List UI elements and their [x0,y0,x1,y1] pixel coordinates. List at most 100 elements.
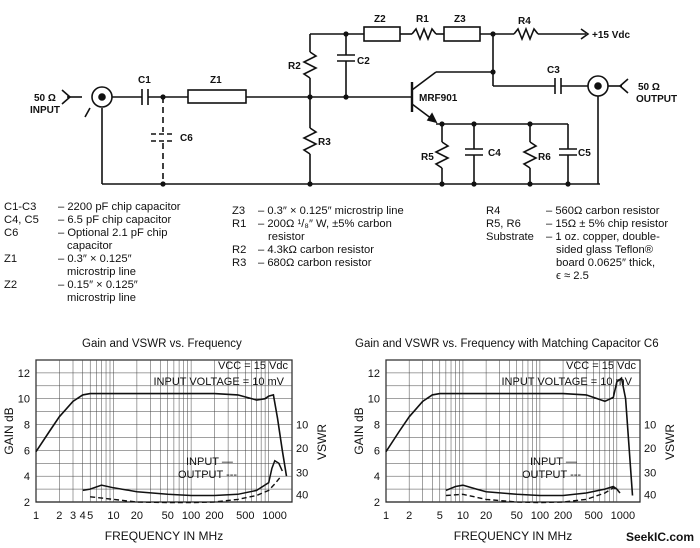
ref-z3: Z3 [454,14,466,25]
x-tick-label: 10 [457,510,469,522]
x-tick-label: 2 [56,510,62,522]
x-tick-label: 200 [554,510,572,522]
ref-c4: C4 [488,148,501,159]
y-axis-label: GAIN dB [2,407,16,454]
part-row: C4, C5– 6.5 pF chip capacitor [4,214,172,226]
part-row: ϵ ≈ 2.5 [556,270,589,282]
x-tick-label: 10 [107,510,119,522]
x-tick-label: 50 [162,510,174,522]
x-tick-label: 5 [87,510,93,522]
input-vswr-curve [82,459,283,497]
x-axis-label: FREQUENCY IN MHz [454,529,572,543]
legend-input: INPUT — [186,456,233,468]
part-row: Substrate– 1 oz. copper, double- [486,231,660,243]
ref-c5: C5 [578,148,591,159]
y-tick-label: 2 [374,497,380,509]
y-tick-label: 4 [374,471,380,483]
part-row: Z3– 0.3″ × 0.125″ microstrip line [232,205,404,217]
x-tick-label: 1 [33,510,39,522]
y-tick-label: 4 [24,471,30,483]
part-row: Z2– 0.15″ × 0.125″ [4,279,138,291]
y-tick-label: 2 [24,497,30,509]
rf-amplifier-schematic: 50 Ω INPUT 50 Ω OUTPUT +15 Vdc MRF901 C1… [30,14,677,187]
x-tick-label: 50 [511,510,523,522]
input-label-2: INPUT [30,105,60,116]
y2-axis-label: VSWR [315,424,329,460]
y-tick-label: 12 [368,368,380,380]
parts-list-col3: R4– 560Ω carbon resistor R5, R6– 15Ω ± 5… [486,205,698,283]
ref-z2: Z2 [374,14,386,25]
ref-r2: R2 [288,61,301,72]
transistor-label: MRF901 [419,93,458,104]
y2-tick-label: 10 [644,420,656,432]
y-tick-label: 6 [24,445,30,457]
y2-tick-label: 20 [296,443,308,455]
input-voltage-annotation: INPUT VOLTAGE = 10 mV [153,376,284,388]
ref-c6: C6 [180,133,193,144]
gain-vswr-chart: Gain and VSWR vs. Frequency2468101210203… [2,338,329,543]
part-row: C6– Optional 2.1 pF chip [4,227,168,239]
ref-r1: R1 [416,14,429,25]
x-tick-label: 100 [531,510,549,522]
gain-curve [385,376,634,496]
part-row: R4– 560Ω carbon resistor [486,205,660,217]
x-tick-label: 2 [406,510,412,522]
x-axis-label: FREQUENCY IN MHz [105,529,223,543]
part-row: capacitor [67,240,113,252]
part-row: C1-C3– 2200 pF chip capacitor [4,201,181,213]
input-voltage-annotation: INPUT VOLTAGE = 10 mV [501,376,632,388]
y-tick-label: 10 [368,394,380,406]
part-row: R2– 4.3kΩ carbon resistor [232,244,374,256]
y2-tick-label: 40 [296,489,308,501]
y2-axis-label: VSWR [663,424,677,460]
y-tick-label: 8 [374,420,380,432]
y2-tick-label: 30 [644,467,656,479]
output-label-1: 50 Ω [638,82,660,93]
part-row: resistor [268,231,305,243]
y-tick-label: 12 [18,368,30,380]
x-tick-label: 100 [182,510,200,522]
chart-title: Gain and VSWR vs. Frequency [82,338,242,350]
y2-tick-label: 20 [644,443,656,455]
x-tick-label: 3 [70,510,76,522]
ref-c3: C3 [547,65,560,76]
vcc-annotation: VCC = 15 Vdc [218,360,289,372]
x-tick-label: 1000 [611,510,635,522]
ref-c2: C2 [357,56,370,67]
part-row: sided glass Teflon® [556,244,653,256]
x-tick-label: 4 [80,510,86,522]
ref-c1: C1 [138,75,151,86]
y2-tick-label: 30 [296,467,308,479]
input-label-1: 50 Ω [34,93,56,104]
x-tick-label: 500 [236,510,254,522]
legend-output: OUTPUT --- [522,469,581,481]
y-tick-label: 6 [374,445,380,457]
part-row: board 0.0625″ thick, [556,257,656,269]
ref-r3: R3 [318,137,331,148]
x-tick-label: 500 [584,510,602,522]
parts-list-col2: Z3– 0.3″ × 0.125″ microstrip line R1– 20… [232,205,482,270]
output-vswr-curve [90,477,281,504]
ref-z1: Z1 [210,75,222,86]
input-vswr-curve [445,484,621,497]
part-row: Z1– 0.3″ × 0.125″ [4,253,132,265]
legend-output: OUTPUT --- [178,469,237,481]
y-tick-label: 8 [24,420,30,432]
ref-r6: R6 [538,152,551,163]
gain-vswr-c6-chart: Gain and VSWR vs. Frequency with Matchin… [352,338,677,543]
chart-title: Gain and VSWR vs. Frequency with Matchin… [355,338,659,350]
y2-tick-label: 40 [644,489,656,501]
part-row: R5, R6– 15Ω ± 5% chip resistor [486,218,669,230]
watermark: SeekIC.com [625,530,694,544]
x-tick-label: 1000 [262,510,286,522]
part-row: R3– 680Ω carbon resistor [232,257,372,269]
ref-r4: R4 [518,16,531,27]
output-vswr-curve [445,487,618,504]
gain-curve [35,392,288,477]
y-tick-label: 10 [18,394,30,406]
part-row: R1– 200Ω ¹/₈″ W, ±5% carbon [232,218,392,230]
parts-list-col1: C1-C3– 2200 pF chip capacitor C4, C5– 6.… [4,201,214,305]
x-tick-label: 20 [480,510,492,522]
y2-tick-label: 10 [296,420,308,432]
part-row: microstrip line [67,292,137,304]
